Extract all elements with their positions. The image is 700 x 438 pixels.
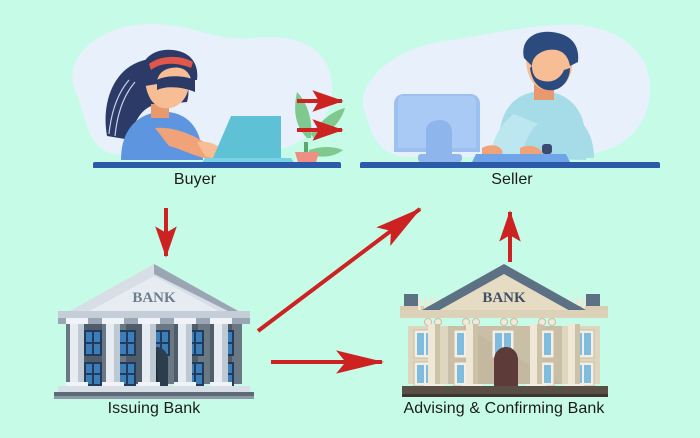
- woman-at-laptop-illustration: [93, 49, 345, 169]
- node-buyer[interactable]: Buyer: [45, 18, 345, 188]
- node-advising-confirming-bank[interactable]: BANK: [390, 262, 618, 417]
- node-label-advising-confirming-bank: Advising & Confirming Bank: [403, 400, 605, 417]
- node-label-buyer: Buyer: [173, 171, 217, 188]
- node-label-seller: Seller: [491, 171, 533, 188]
- node-label-issuing-bank: Issuing Bank: [107, 400, 201, 417]
- bank-sign-issuing: BANK: [132, 290, 176, 306]
- classical-bank-building-grey-illustration: BANK: [54, 264, 254, 399]
- bank-sign-advising: BANK: [482, 290, 526, 306]
- man-at-desktop-computer-illustration: [360, 31, 660, 169]
- node-seller[interactable]: Seller: [352, 18, 672, 188]
- classical-bank-building-beige-illustration: BANK: [400, 264, 608, 397]
- node-issuing-bank[interactable]: BANK: [48, 262, 260, 417]
